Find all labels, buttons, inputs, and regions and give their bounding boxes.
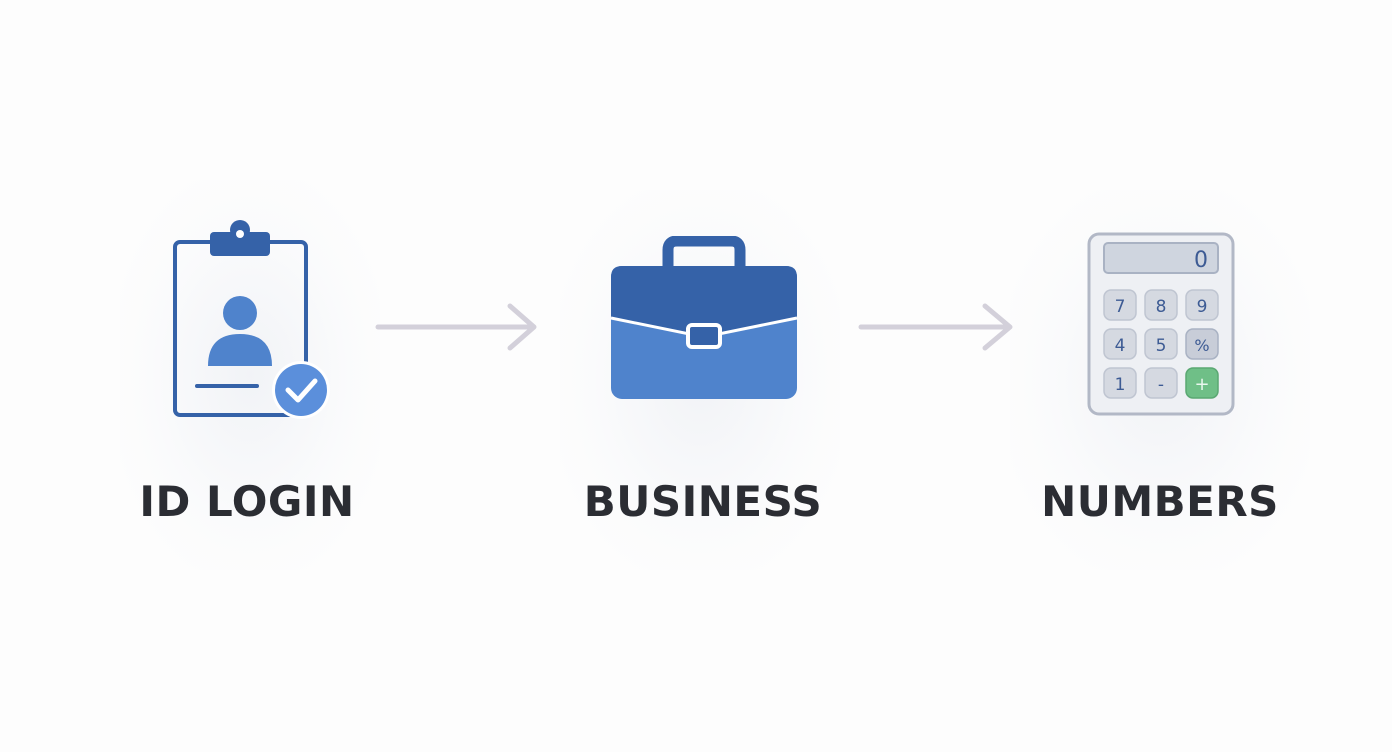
step-label-id-login: ID LOGIN: [139, 477, 355, 526]
calculator-key: %: [1194, 336, 1209, 355]
briefcase-icon: [608, 235, 800, 402]
calculator-key: +: [1194, 374, 1209, 395]
calculator-key: 4: [1115, 336, 1126, 356]
calculator-key: 5: [1156, 336, 1167, 356]
step-label-numbers: NUMBERS: [1041, 477, 1279, 526]
arrow-right-icon: [857, 302, 1017, 352]
calculator-icon: 0 7 8 9 4 5 % 1 - +: [1086, 231, 1236, 417]
calculator-key: 7: [1115, 297, 1126, 317]
calculator-key: 9: [1197, 297, 1208, 317]
calculator-display: 0: [1194, 248, 1208, 273]
calculator-key: 1: [1115, 375, 1126, 395]
calculator-key: 8: [1156, 297, 1167, 317]
clipboard-id-check-icon: [168, 218, 338, 423]
arrow-right-icon: [374, 302, 540, 352]
calculator-key: -: [1158, 375, 1164, 395]
step-label-business: BUSINESS: [583, 477, 823, 526]
